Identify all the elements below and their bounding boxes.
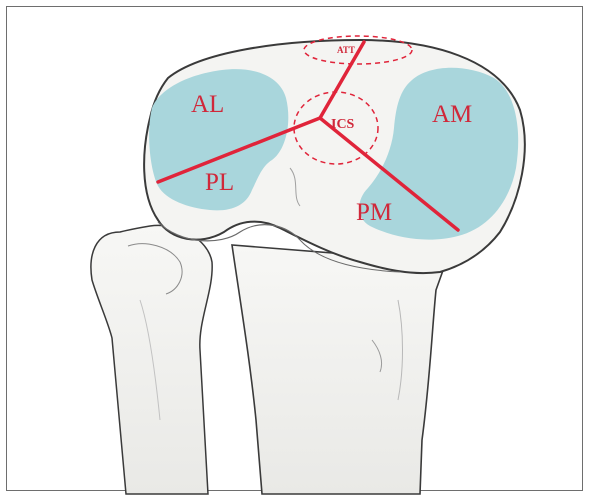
label-att: ATT (337, 45, 355, 55)
label-ics: ICS (331, 117, 355, 132)
label-al: AL (191, 91, 224, 118)
label-pm: PM (356, 199, 392, 226)
label-am: AM (432, 101, 472, 128)
tibia-shaft (232, 245, 446, 494)
label-pl: PL (205, 169, 234, 196)
fibula (91, 225, 212, 494)
